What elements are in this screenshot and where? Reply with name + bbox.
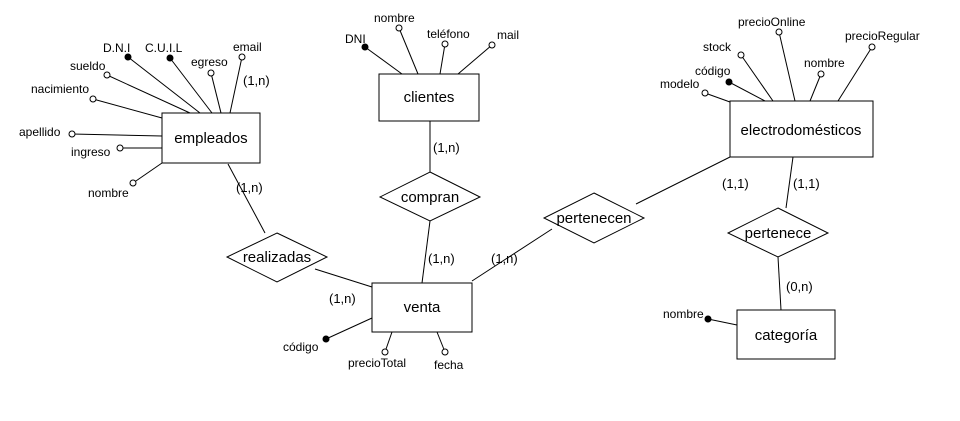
- line-electro-pertenece: [785, 156, 794, 209]
- attr-label: precioTotal: [348, 356, 406, 370]
- attr-label: egreso: [191, 55, 228, 69]
- attr-marker-icon: [395, 24, 403, 32]
- attr-marker-icon: [89, 95, 97, 103]
- line-pertenecen-electro: [635, 156, 731, 205]
- attr-label: nombre: [663, 307, 704, 321]
- line-pertenece-categoria: [777, 256, 782, 311]
- attr-label: nombre: [374, 11, 415, 25]
- key-attr-marker-icon: [124, 53, 132, 61]
- attr-label: stock: [703, 40, 732, 54]
- attr-marker-icon: [775, 28, 783, 36]
- attr-marker-icon: [701, 89, 709, 97]
- entity-electrodomesticos[interactable]: electrodomésticos: [729, 100, 874, 158]
- attr-label: fecha: [434, 358, 464, 372]
- cardinality-label: (1,n): [236, 180, 263, 195]
- entity-label: empleados: [174, 130, 247, 147]
- line-compran-venta: [421, 220, 431, 284]
- entity-venta[interactable]: venta: [371, 282, 473, 333]
- attr-label: precioRegular: [845, 29, 920, 43]
- key-attr-marker-icon: [361, 43, 369, 51]
- attr-label: ingreso: [71, 145, 111, 159]
- relationship-label: pertenecen: [556, 210, 631, 227]
- attr-marker-icon: [737, 51, 745, 59]
- line-realizadas-venta: [314, 268, 373, 288]
- attr-label: código: [695, 64, 731, 78]
- entity-label: electrodomésticos: [741, 122, 862, 139]
- attr-label: DNI: [345, 32, 366, 46]
- relationship-label: compran: [401, 189, 459, 206]
- cardinality-label: (1,n): [243, 73, 270, 88]
- attr-label: modelo: [660, 77, 700, 91]
- attr-marker-icon: [116, 144, 124, 152]
- attr-marker-icon: [103, 71, 111, 79]
- attr-label: apellido: [19, 125, 61, 139]
- cardinalities: (1,n) (1,n) (1,n) (1,n) (1,n) (1,n) (1,1…: [236, 73, 820, 306]
- attr-label: teléfono: [427, 27, 470, 41]
- key-attr-marker-icon: [704, 315, 712, 323]
- attr-label: mail: [497, 28, 519, 42]
- attr-marker-icon: [207, 69, 215, 77]
- entity-empleados[interactable]: empleados: [161, 112, 261, 164]
- relationship-compran[interactable]: compran: [378, 171, 482, 222]
- attr-marker-icon: [441, 40, 449, 48]
- attr-marker-icon: [238, 53, 246, 61]
- attr-marker-icon: [441, 348, 449, 356]
- entity-label: categoría: [755, 327, 818, 344]
- attr-marker-icon: [68, 130, 76, 138]
- attr-label: nacimiento: [31, 82, 89, 96]
- attr-label: D.N.I: [103, 41, 130, 55]
- key-attr-marker-icon: [166, 54, 174, 62]
- attribute-lines: [71, 27, 873, 353]
- attr-marker-icon: [817, 70, 825, 78]
- attr-label: sueldo: [70, 59, 106, 73]
- relationship-label: pertenece: [745, 225, 812, 242]
- relationship-realizadas[interactable]: realizadas: [225, 232, 329, 283]
- cardinality-label: (0,n): [786, 279, 813, 294]
- relationship-pertenecen[interactable]: pertenecen: [542, 192, 646, 244]
- cardinality-label: (1,n): [329, 291, 356, 306]
- cardinality-label: (1,n): [433, 140, 460, 155]
- attribute-labels: D.N.I C.U.I.L email sueldo egreso nacimi…: [19, 11, 920, 372]
- attr-label: C.U.I.L: [145, 41, 183, 55]
- cardinality-label: (1,1): [722, 176, 749, 191]
- attr-label: nombre: [804, 56, 845, 70]
- key-attr-marker-icon: [322, 335, 330, 343]
- attr-label: nombre: [88, 186, 129, 200]
- entity-clientes[interactable]: clientes: [378, 73, 480, 122]
- cardinality-label: (1,1): [793, 176, 820, 191]
- entity-categoria[interactable]: categoría: [736, 309, 836, 360]
- attr-marker-icon: [381, 348, 389, 356]
- attr-label: código: [283, 340, 319, 354]
- entity-label: clientes: [404, 89, 455, 106]
- attr-marker-icon: [488, 41, 496, 49]
- cardinality-label: (1,n): [491, 251, 518, 266]
- cardinality-label: (1,n): [428, 251, 455, 266]
- attr-label: email: [233, 40, 262, 54]
- relationship-pertenece[interactable]: pertenece: [726, 207, 830, 258]
- entity-label: venta: [404, 299, 441, 316]
- attr-marker-icon: [868, 43, 876, 51]
- attribute-markers: [68, 24, 876, 356]
- relationship-lines: [227, 121, 794, 311]
- attr-label: precioOnline: [738, 15, 806, 29]
- relationship-label: realizadas: [243, 249, 311, 266]
- line-venta-pertenecen: [471, 228, 553, 282]
- key-attr-marker-icon: [725, 78, 733, 86]
- attr-marker-icon: [129, 179, 137, 187]
- line-empleados-realizadas: [227, 163, 266, 234]
